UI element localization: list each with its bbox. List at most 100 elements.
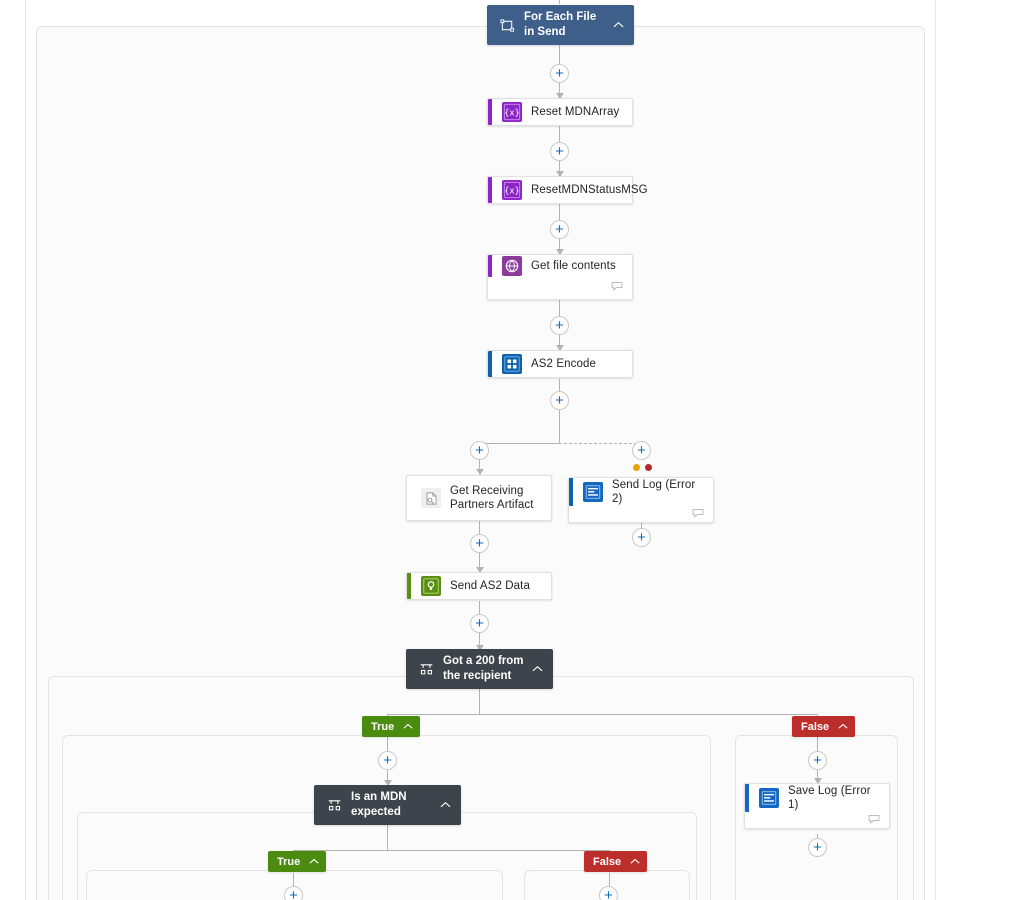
action-accent-bar [745,784,749,812]
action-accent-bar [488,99,492,125]
action-card-reset-mdnarray[interactable]: {x} Reset MDNArray [487,98,633,126]
plus-glyph: + [604,887,613,900]
run-after-status-dots-send-log-error2[interactable] [633,464,652,471]
comment-icon [692,506,704,524]
arrow-to-got-200-scope [476,645,484,651]
branch-label: True [277,855,301,868]
as2-send-icon [421,576,441,596]
branch-label: False [593,855,622,868]
action-accent-bar [488,255,492,277]
scope-header-is-mdn-expected[interactable]: Is an MDN expected [314,785,461,825]
connector-mdn-stem [387,823,388,850]
condition-icon [417,660,435,678]
branch-badge-mdn-true[interactable]: True [268,851,327,872]
connector-true-to-plus [387,737,388,752]
plus-glyph: + [555,143,564,160]
action-title: Get Receiving Partners Artifact [450,485,534,511]
action-title: Reset MDNArray [531,106,620,118]
sftp-icon [502,256,522,276]
add-in-got200-false-branch-button[interactable]: + [808,751,827,770]
chevron-up-icon[interactable] [532,665,543,673]
action-card-get-receiving-partners-artifact[interactable]: Get Receiving Partners Artifact [406,475,552,521]
chevron-up-icon[interactable] [403,721,413,733]
scope-header-got-200-title: Got a 200 from the recipient [443,655,524,682]
card-body: {x} ResetMDNStatusMSG [488,177,648,203]
card-body: {x} Reset MDNArray [488,99,632,125]
action-card-save-log-error1[interactable]: Save Log (Error 1) [744,783,890,829]
add-before-get-receiving-partners-button[interactable]: + [470,441,489,460]
action-card-send-as2-data[interactable]: Send AS2 Data [406,572,552,600]
add-after-reset-mdnarray-button[interactable]: + [550,142,569,161]
card-footer [569,506,713,524]
add-before-send-log-error2-button[interactable]: + [632,441,651,460]
add-after-reset-mdnstatusmsg-button[interactable]: + [550,220,569,239]
add-in-got200-true-branch-button[interactable]: + [378,751,397,770]
add-after-save-log-error1-button[interactable]: + [808,838,827,857]
add-in-mdn-false-branch-button[interactable]: + [599,886,618,900]
connector-fanout-left [479,443,560,444]
plus-glyph: + [555,317,564,334]
scope-header-for-each[interactable]: For Each File in Send [487,5,634,45]
branch-badge-got200-false[interactable]: False [792,716,856,737]
arrow-to-reset-mdnstatusmsg [556,171,564,177]
action-accent-bar [488,177,492,203]
plus-glyph: + [555,392,564,409]
action-card-send-log-error2[interactable]: Send Log (Error 2) [568,477,714,523]
plus-glyph: + [383,752,392,769]
connector-got200-stem [479,686,480,714]
add-after-send-log-error2-button[interactable]: + [632,528,651,547]
chevron-up-icon[interactable] [630,856,640,868]
chevron-up-icon[interactable] [613,21,624,29]
connector-mdn-true-to-plus [293,873,294,887]
plus-glyph: + [637,529,646,546]
plus-glyph: + [555,65,564,82]
branch-badge-mdn-false[interactable]: False [584,851,648,872]
add-after-get-receiving-partners-button[interactable]: + [470,534,489,553]
chevron-up-icon[interactable] [440,801,451,809]
card-body: Get Receiving Partners Artifact [407,476,551,520]
action-accent-bar [569,478,573,506]
connector-got200-split [387,714,817,715]
action-accent-bar [488,351,492,377]
plus-glyph: + [637,442,646,459]
card-body: Get file contents [488,255,632,277]
connector-plus-to-mdn [387,770,388,784]
connector-as2-fanout-stem [559,379,560,444]
plus-glyph: + [475,442,484,459]
plus-glyph: + [475,535,484,552]
as2-grid-icon [502,354,522,374]
action-card-reset-mdnstatusmsg[interactable]: {x} ResetMDNStatusMSG [487,176,648,204]
chevron-up-icon[interactable] [309,856,319,868]
branch-label: True [371,720,395,733]
condition-icon [325,796,343,814]
comment-icon [868,812,880,830]
add-in-mdn-true-branch-button[interactable]: + [284,886,303,900]
add-after-for-each-button[interactable]: + [550,64,569,83]
artifact-document-icon [421,488,441,508]
action-title: Get file contents [531,260,616,272]
action-title: Send Log (Error 2) [612,479,696,505]
scope-header-for-each-title: For Each File in Send [524,11,597,38]
variable-icon: {x} [502,180,522,200]
scope-header-got-200[interactable]: Got a 200 from the recipient [406,649,553,689]
connector-mdn-split [293,850,609,851]
chevron-up-icon[interactable] [838,721,848,733]
add-after-as2-encode-button[interactable]: + [550,391,569,410]
connector-fanout-right-dashed [559,443,642,444]
action-card-get-file-contents[interactable]: Get file contents [487,254,633,300]
add-after-get-file-contents-button[interactable]: + [550,316,569,335]
variable-icon: {x} [502,102,522,122]
plus-glyph: + [475,615,484,632]
workflow-outer-rail [25,0,936,900]
plus-glyph: + [813,752,822,769]
plus-glyph: + [813,839,822,856]
scope-header-is-mdn-expected-title: Is an MDN expected [351,791,407,818]
action-title: ResetMDNStatusMSG [531,184,648,196]
action-title: AS2 Encode [531,358,596,370]
action-card-as2-encode[interactable]: AS2 Encode [487,350,633,378]
comment-icon [611,279,623,297]
add-after-send-as2-data-button[interactable]: + [470,614,489,633]
branch-badge-got200-true[interactable]: True [362,716,421,737]
card-body: Send AS2 Data [407,573,551,599]
